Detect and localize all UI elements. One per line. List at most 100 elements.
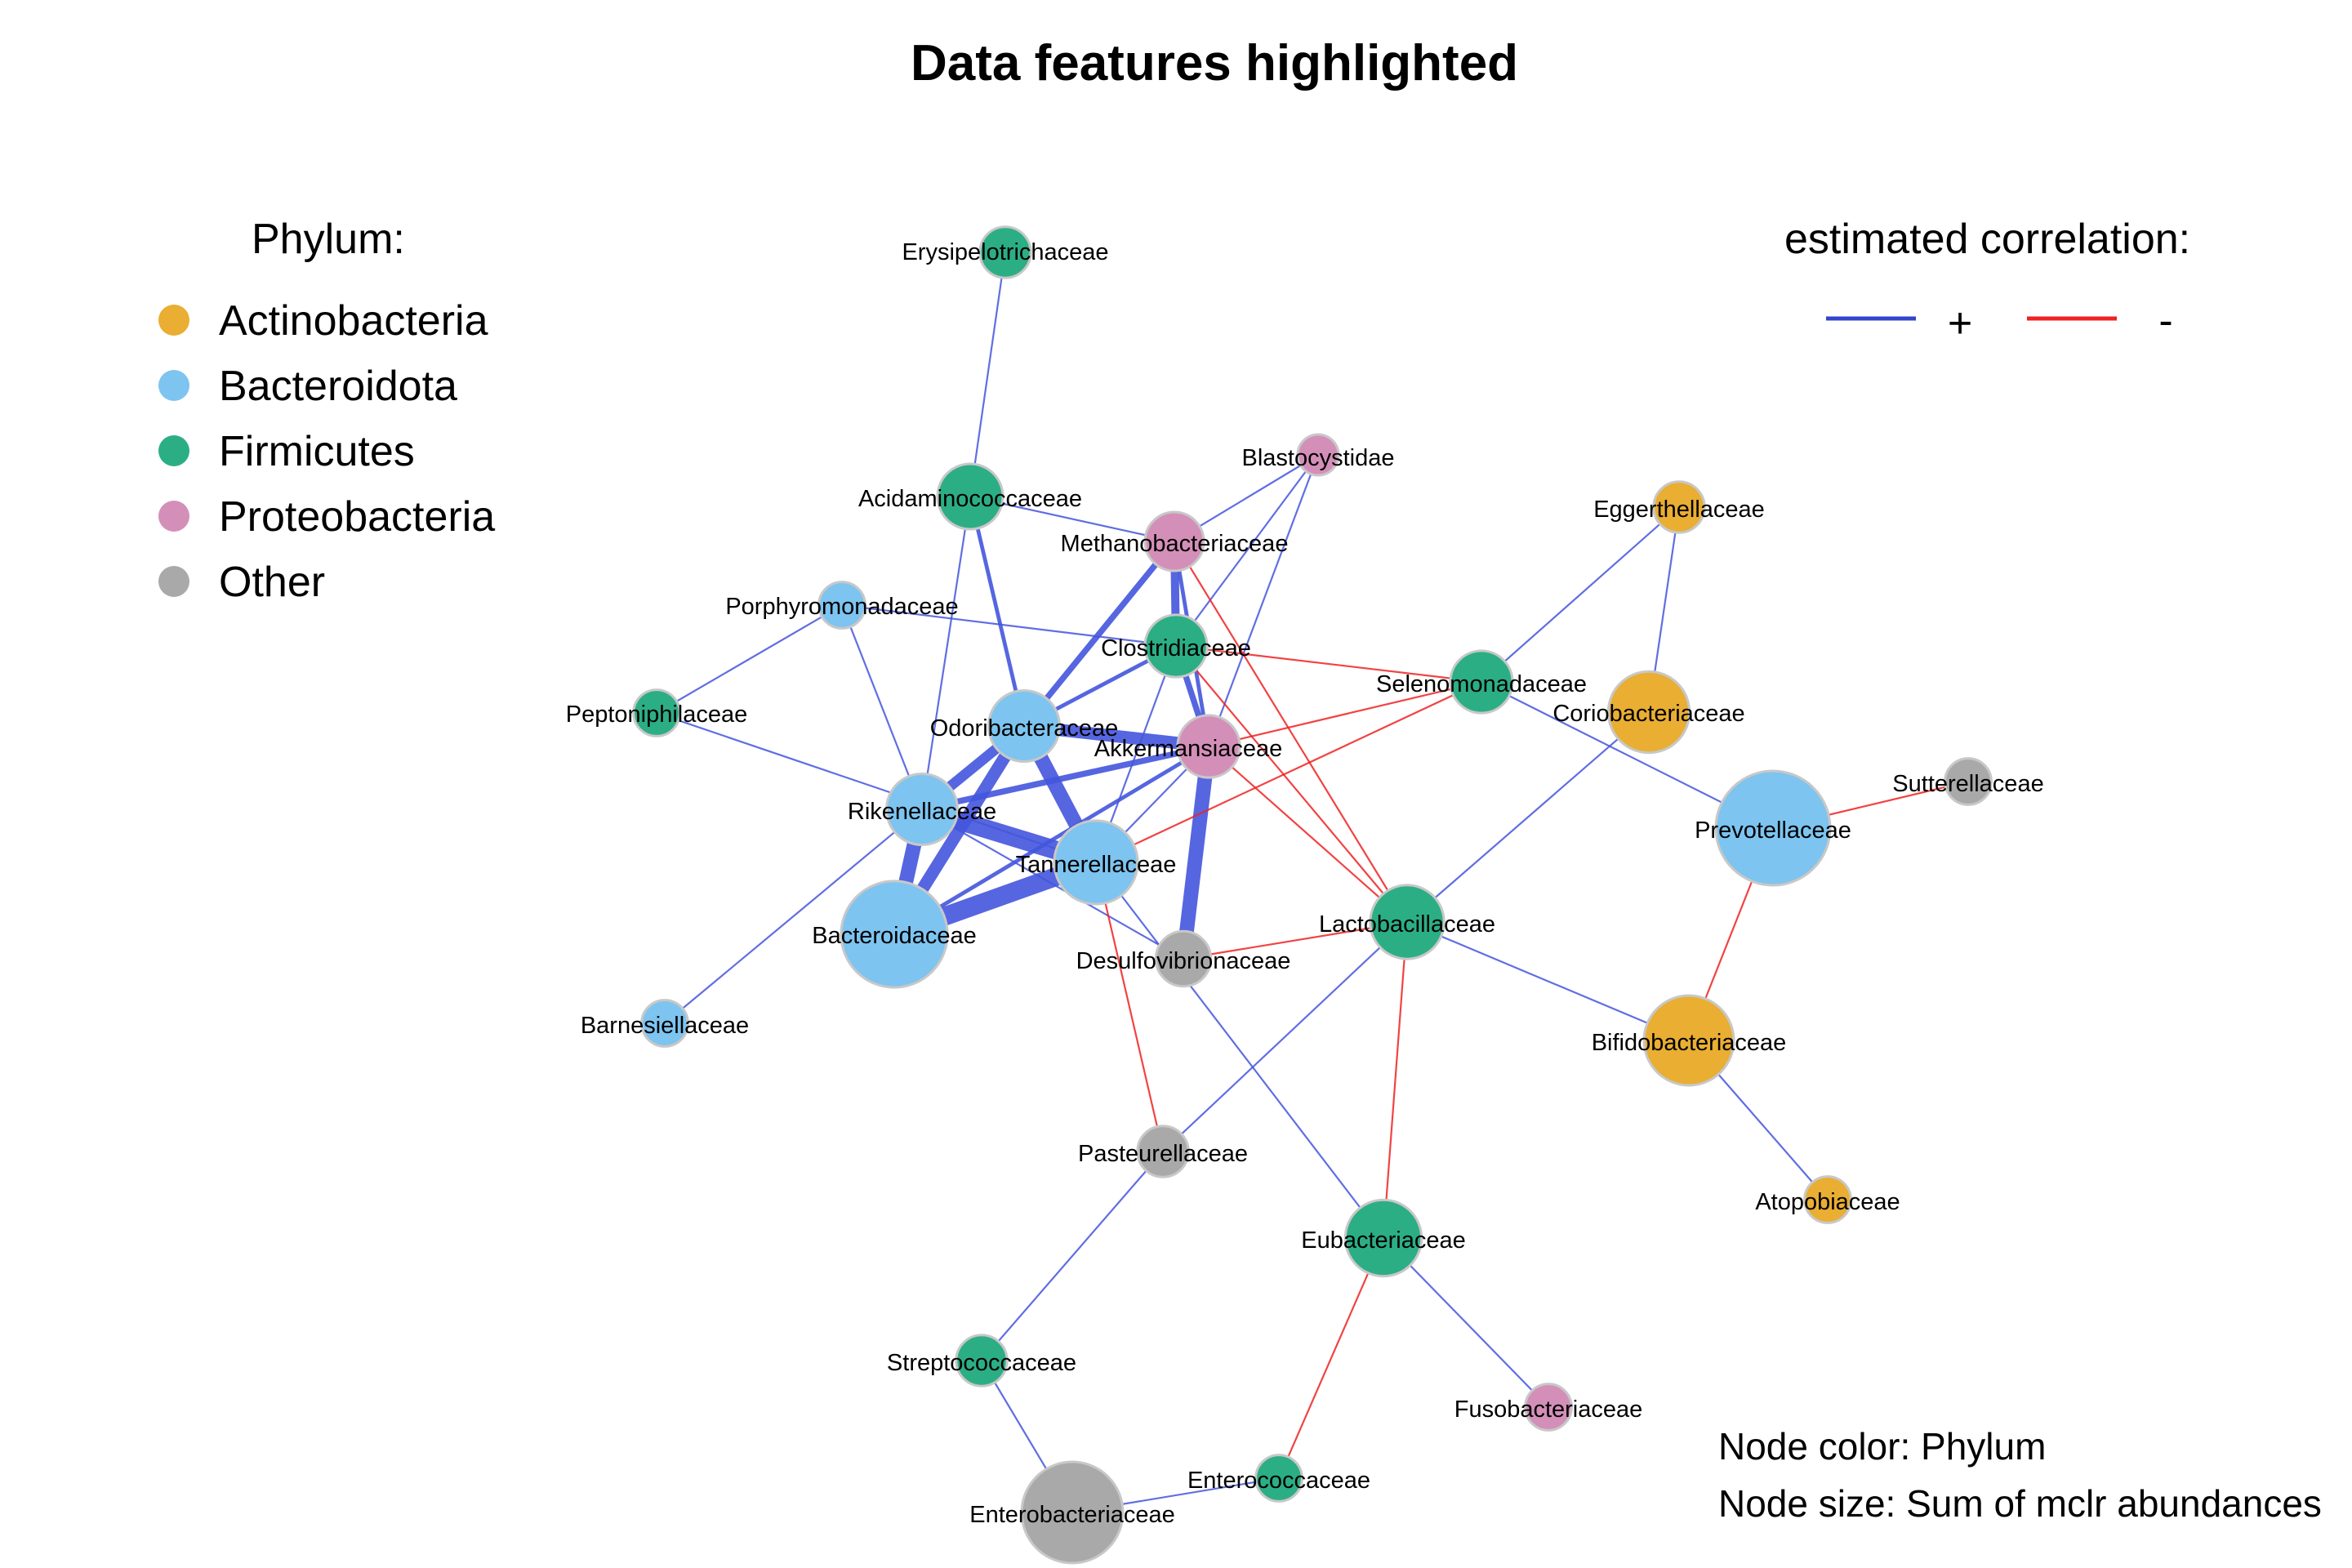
node-clostridiaceae [1143,613,1209,679]
edge-tannerellaceae-selenomonadaceae [1094,680,1483,864]
node-coriobacteriaceae [1606,670,1691,755]
correlation-legend: estimated correlation: + - [1784,216,2190,347]
node-label-barnesiellaceae: Barnesiellaceae [581,1013,749,1039]
node-label-eubacteriaceae: Eubacteriaceae [1301,1227,1466,1254]
edge-eubacteriaceae-enterococcaceae [1277,1236,1385,1480]
node-acidaminococcaceae [936,462,1004,531]
edge-akkermansiaceae-lactobacillaceae [1207,745,1409,924]
legend-swatch-proteobacteria [158,501,189,532]
node-label-akkermansiaceae: Akkermansiaceae [1094,736,1283,762]
node-atopobiaceae [1803,1175,1852,1224]
node-label-erysipelotrichaceae: Erysipelotrichaceae [902,239,1108,265]
node-prevotellaceae [1714,769,1832,887]
node-barnesiellaceae [640,999,689,1048]
node-pasteurellaceae [1136,1125,1190,1178]
edge-erysipelotrichaceae-acidaminococcaceae [969,251,1007,498]
node-streptococcaceae [955,1334,1009,1388]
node-label-atopobiaceae: Atopobiaceae [1755,1189,1900,1215]
node-label-selenomonadaceae: Selenomonadaceae [1376,671,1587,697]
node-blastocystidae [1296,433,1340,477]
phylum-legend-title: Phylum: [252,216,405,263]
labels-layer: ErysipelotrichaceaeBlastocystidaeAcidami… [566,239,2044,1528]
node-label-clostridiaceae: Clostridiaceae [1101,635,1251,662]
edge-akkermansiaceae-desulfovibrionaceae [1176,739,1216,966]
node-label-sutterellaceae: Sutterellaceae [1892,771,2043,797]
node-label-peptoniphilaceae: Peptoniphilaceae [566,702,748,728]
node-methanobacteriaceae [1143,510,1205,572]
node-desulfovibrionaceae [1154,929,1213,988]
edge-lactobacillaceae-pasteurellaceae [1161,920,1409,1153]
edge-acidaminococcaceae-odoribacteraceae [968,494,1027,728]
node-color-note: Node color: Phylum [1718,1425,2046,1468]
edge-blastocystidae-akkermansiaceae [1207,453,1320,748]
node-peptoniphilaceae [632,688,681,737]
edge-eubacteriaceae-fusobacteriaceae [1382,1236,1550,1409]
edge-rikenellaceae-barnesiellaceae [663,808,924,1025]
node-enterobacteriaceae [1020,1460,1125,1565]
edge-porphyromonadaceae-clostridiaceae [840,604,1178,648]
legend-label-firmicutes: Firmicutes [219,428,415,475]
node-label-rikenellaceae: Rikenellaceae [848,799,996,825]
edge-methanobacteriaceae-odoribacteraceae [1021,538,1178,729]
node-akkermansiaceae [1176,714,1241,779]
node-label-enterobacteriaceae: Enterobacteriaceae [969,1502,1175,1528]
node-odoribacteraceae [987,689,1061,763]
node-label-fusobacteriaceae: Fusobacteriaceae [1454,1396,1643,1423]
edge-lactobacillaceae-eubacteriaceae [1382,920,1409,1240]
node-label-blastocystidae: Blastocystidae [1242,445,1395,471]
node-label-pasteurellaceae: Pasteurellaceae [1078,1141,1248,1167]
node-selenomonadaceae [1449,649,1514,715]
edge-acidaminococcaceae-methanobacteriaceae [969,495,1176,543]
node-label-porphyromonadaceae: Porphyromonadaceae [725,594,958,620]
node-label-methanobacteriaceae: Methanobacteriaceae [1061,531,1289,557]
edge-tannerellaceae-pasteurellaceae [1094,861,1165,1153]
nodes-layer [632,225,1993,1565]
edge-akkermansiaceae-rikenellaceae [919,743,1212,813]
legend-swatch-other [158,566,189,597]
node-label-enterococcaceae: Enterococcaceae [1187,1468,1370,1494]
edge-clostridiaceae-selenomonadaceae [1174,644,1483,684]
node-label-lactobacillaceae: Lactobacillaceae [1319,911,1495,938]
node-label-desulfovibrionaceae: Desulfovibrionaceae [1076,948,1291,974]
node-size-note: Node size: Sum of mclr abundances [1718,1482,2322,1525]
edge-acidaminococcaceae-rikenellaceae [920,495,972,811]
correlation-legend-title: estimated correlation: [1784,216,2190,263]
node-label-prevotellaceae: Prevotellaceae [1695,817,1851,844]
node-tannerellaceae [1053,819,1139,906]
node-erysipelotrichaceae [978,225,1032,279]
node-label-odoribacteraceae: Odoribacteraceae [930,715,1119,742]
node-rikenellaceae [885,773,959,846]
edge-eggerthellaceae-selenomonadaceae [1480,506,1681,684]
node-label-eggerthellaceae: Eggerthellaceae [1593,497,1765,523]
node-label-bacteroidaceae: Bacteroidaceae [812,923,977,949]
diagram-title: Data features highlighted [911,35,1518,91]
legend-label-actinobacteria: Actinobacteria [219,297,488,345]
legend-swatch-actinobacteria [158,305,189,336]
node-eubacteriaceae [1343,1198,1423,1278]
legend-label-proteobacteria: Proteobacteria [219,493,495,541]
legend-label-bacteroidota: Bacteroidota [219,363,457,410]
node-lactobacillaceae [1369,884,1446,960]
node-fusobacteriaceae [1524,1383,1573,1432]
edge-methanobacteriaceae-lactobacillaceae [1173,540,1409,924]
negative-correlation-label: - [2158,297,2172,345]
node-sutterellaceae [1944,757,1993,806]
legend-swatch-bacteroidota [158,370,189,401]
node-label-bifidobacteriaceae: Bifidobacteriaceae [1592,1030,1787,1056]
phylum-legend: Phylum: Actinobacteria Bacteroidota Firm… [158,216,495,606]
node-porphyromonadaceae [817,581,866,630]
edge-porphyromonadaceae-peptoniphilaceae [655,604,844,715]
node-label-tannerellaceae: Tannerellaceae [1016,852,1177,878]
node-enterococcaceae [1254,1454,1303,1503]
positive-correlation-label: + [1948,300,1972,347]
legend-label-other: Other [219,559,325,606]
node-bifidobacteriaceae [1642,994,1735,1087]
edge-clostridiaceae-lactobacillaceae [1174,644,1409,924]
edge-tannerellaceae-eubacteriaceae [1094,861,1385,1240]
node-eggerthellaceae [1652,480,1706,534]
edge-blastocystidae-clostridiaceae [1174,453,1320,648]
edge-pasteurellaceae-streptococcaceae [980,1150,1165,1362]
edge-coriobacteriaceae-lactobacillaceae [1405,710,1650,924]
node-label-coriobacteriaceae: Coriobacteriaceae [1552,701,1744,727]
